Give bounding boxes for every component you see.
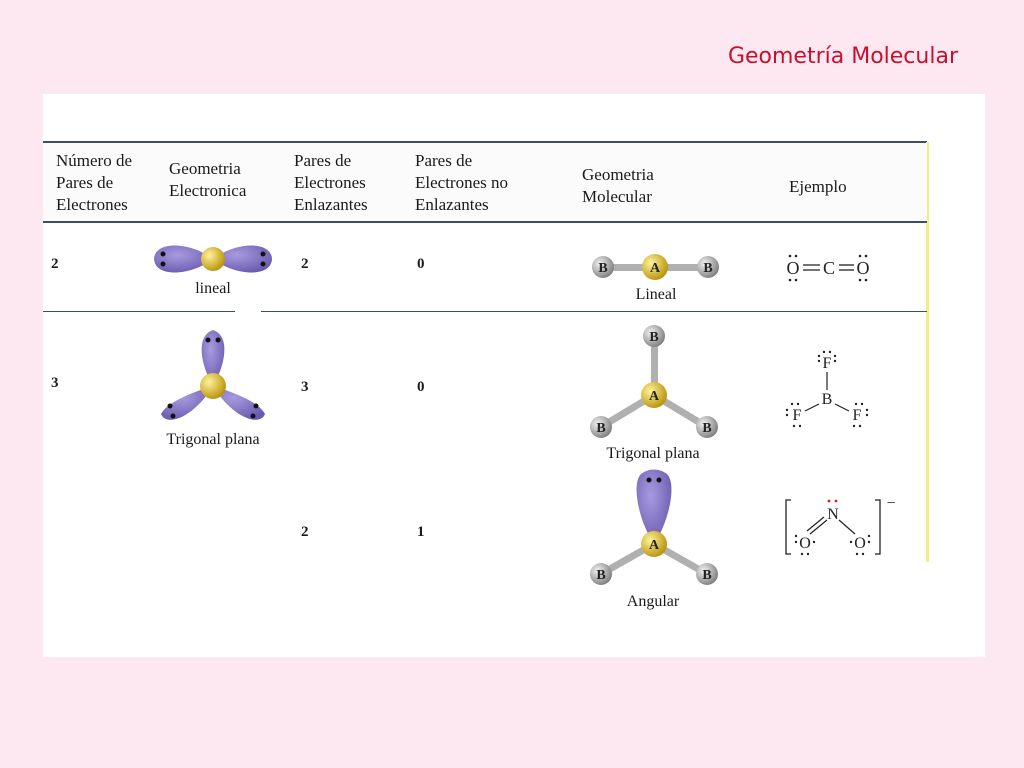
outer-atom (697, 256, 719, 278)
cell-nonbonding: 0 (417, 256, 425, 272)
atom-label: B (702, 421, 711, 436)
no2-lewis-structure: − N O O (785, 495, 896, 556)
orbital-lobe (154, 245, 213, 273)
header-line: Electrones (56, 195, 128, 214)
header-line: Pares de (56, 173, 114, 192)
header-example: Ejemplo (789, 176, 847, 198)
caption-electronic-trigonal: Trigonal plana (166, 431, 260, 448)
outer-atom (696, 416, 718, 438)
right-border (926, 142, 929, 562)
outer-atom (696, 563, 718, 585)
atom-label: B (649, 330, 658, 345)
central-atom (641, 382, 667, 408)
linear-electron-geometry-model (154, 245, 272, 273)
row-divider (261, 311, 927, 312)
atom-symbol: F (853, 407, 862, 424)
atom-label: B (702, 568, 711, 583)
central-atom (201, 247, 225, 271)
atom-symbol: O (787, 258, 800, 278)
cell-nonbonding: 0 (417, 379, 425, 395)
atom-symbol: O (799, 535, 811, 552)
header-electronic-geometry: Geometria Electronica (169, 158, 246, 202)
header-line: Electrones (294, 173, 366, 192)
cell-pairs: 2 (51, 256, 59, 272)
header-line: Enlazantes (415, 195, 489, 214)
outer-atom (590, 563, 612, 585)
outer-atom (590, 416, 612, 438)
orbital-lobe (213, 245, 272, 273)
caption-molecular-angular: Angular (626, 593, 680, 610)
header-bonding-pairs: Pares de Electrones Enlazantes (294, 150, 368, 216)
header-line: Pares de (415, 151, 473, 170)
central-atom (642, 254, 668, 280)
orbital-lobe (161, 386, 213, 420)
atom-symbol: B (822, 391, 833, 408)
outer-atom (592, 256, 614, 278)
atom-label: A (649, 538, 660, 553)
header-line: Ejemplo (789, 177, 847, 196)
header-line: Electrones no (415, 173, 508, 192)
atom-symbol: O (857, 258, 870, 278)
orbital-lobe (201, 330, 225, 386)
atom-symbol: F (823, 355, 832, 372)
atom-label: B (596, 568, 605, 583)
caption-molecular-lineal: Lineal (635, 286, 677, 303)
header-nonbonding-pairs: Pares de Electrones no Enlazantes (415, 150, 508, 216)
atom-symbol: N (827, 506, 839, 523)
central-atom (641, 531, 667, 557)
row-divider (43, 311, 235, 312)
cell-nonbonding: 1 (417, 524, 425, 540)
cell-bonding: 2 (301, 524, 309, 540)
cell-bonding: 2 (301, 256, 309, 272)
caption-molecular-trigonal: Trigonal plana (606, 445, 700, 462)
atom-label: B (598, 261, 607, 276)
angular-molecule-model: A B B (590, 469, 718, 585)
outer-atom (643, 325, 665, 347)
lone-pair-dot (827, 499, 831, 503)
table-panel: Número de Pares de Electrones Geometria … (43, 94, 985, 657)
atom-label: A (649, 389, 660, 404)
atom-label: B (703, 261, 712, 276)
bf3-lewis-structure: F B F F (785, 350, 869, 428)
header-line: Molecular (582, 187, 652, 206)
header-bottom-rule (43, 221, 927, 223)
header-line: Enlazantes (294, 195, 368, 214)
header-line: Geometria (169, 159, 241, 178)
atom-label: B (596, 421, 605, 436)
header-line: Geometria (582, 165, 654, 184)
orbital-lobe (213, 386, 265, 420)
atom-label: A (650, 261, 661, 276)
slide-title: Geometría Molecular (727, 44, 958, 69)
caption-electronic-lineal: lineal (195, 280, 231, 297)
header-top-rule (43, 141, 927, 143)
atom-symbol: F (793, 407, 802, 424)
cell-pairs: 3 (51, 375, 59, 391)
orbital-lobe (636, 469, 672, 544)
trigonal-electron-geometry-model (161, 330, 265, 420)
central-atom (200, 373, 226, 399)
co2-lewis-structure: O C O (787, 254, 870, 282)
atom-symbol: C (823, 258, 835, 278)
header-pairs: Número de Pares de Electrones (56, 150, 132, 216)
linear-molecule-model: B A B (592, 254, 719, 280)
lone-pair-dot (834, 499, 838, 503)
header-molecular-geometry: Geometria Molecular (582, 164, 654, 208)
charge-sign: − (886, 495, 895, 512)
header-background (43, 143, 927, 221)
cell-bonding: 3 (301, 379, 309, 395)
header-line: Electronica (169, 181, 247, 200)
header-line: Pares de (294, 151, 352, 170)
trigonal-molecule-model: B A B B (590, 325, 718, 438)
header-line: Número de (56, 151, 133, 170)
atom-symbol: O (854, 535, 866, 552)
